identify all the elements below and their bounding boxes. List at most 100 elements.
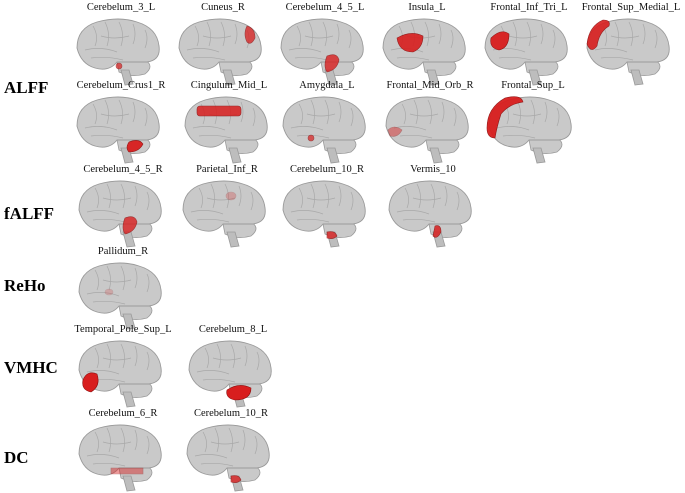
cerebrum-shape: [282, 96, 366, 148]
sulcus-line: [594, 48, 628, 53]
sulcus-line: [512, 113, 542, 117]
sulcus-line: [102, 197, 132, 201]
sulcus-line: [186, 48, 220, 53]
cerebrum-shape: [382, 18, 466, 70]
cerebrum-shape: [388, 180, 472, 232]
sulcus-line: [238, 185, 242, 207]
activation-region: [490, 31, 510, 51]
cerebrum-shape: [184, 96, 268, 148]
row-label-reho: ReHo: [4, 276, 46, 295]
activation-region: [196, 105, 242, 117]
brain-cell: Frontal_Sup_L: [482, 80, 584, 164]
sulcus-line: [196, 218, 230, 223]
sulcus-line: [556, 107, 560, 127]
region-label: Temporal_Pole_Sup_L: [74, 324, 172, 335]
sulcus-line: [146, 191, 150, 211]
brain-render: [586, 18, 670, 86]
brain-render: [178, 18, 262, 86]
brainstem-shape: [326, 147, 340, 164]
sulcus-line: [134, 429, 138, 451]
sulcus-line: [242, 429, 246, 451]
sulcus-line: [250, 191, 254, 211]
sulcus-line: [290, 126, 324, 131]
sulcus-line: [508, 35, 538, 39]
sulcus-line: [552, 29, 556, 49]
sulcus-line: [402, 218, 436, 223]
sulcus-line: [86, 210, 120, 215]
sulcus-line: [190, 210, 224, 215]
sulcus-line: [298, 103, 303, 125]
brain-cell: Cerebelum_3_L: [70, 2, 172, 86]
sulcus-line: [94, 187, 99, 209]
sulcus-line: [92, 300, 126, 305]
sulcus-line: [234, 23, 238, 45]
sulcus-line: [290, 210, 324, 215]
region-label: Frontal_Sup_Medial_L: [581, 2, 681, 13]
sulcus-line: [118, 21, 123, 47]
sulcus-line: [322, 21, 327, 47]
region-label: Cerebelum_8_L: [198, 324, 268, 335]
brain-cell: Cerebelum_10_R: [180, 408, 282, 492]
sulcus-line: [396, 56, 430, 61]
sulcus-line: [540, 23, 544, 45]
activation-region: [122, 216, 138, 235]
brain-render: [282, 180, 366, 248]
sulcus-line: [194, 454, 228, 459]
brainstem-shape: [532, 147, 546, 164]
sulcus-line: [401, 103, 406, 125]
brain-render: [280, 18, 364, 86]
sulcus-line: [628, 21, 633, 47]
sulcus-line: [102, 441, 132, 445]
sulcus-line: [86, 292, 120, 297]
brain-cell: Cerebelum_8_L: [182, 324, 284, 408]
sulcus-line: [294, 56, 328, 61]
activation-region: [82, 372, 99, 393]
brainstem-shape: [426, 69, 440, 86]
sulcus-line: [306, 197, 336, 201]
brainstem-shape: [122, 475, 136, 492]
cerebrum-shape: [586, 18, 670, 70]
sulcus-line: [192, 126, 226, 131]
sulcus-line: [396, 210, 430, 215]
brain-cell: Cerebelum_4_5_R: [72, 164, 174, 248]
region-label: Cerebelum_4_5_R: [83, 164, 163, 175]
sulcus-line: [92, 218, 126, 223]
cerebrum-shape: [484, 18, 568, 70]
sulcus-line: [94, 269, 99, 291]
sulcus-line: [413, 99, 418, 125]
activation-region: [225, 191, 237, 201]
sulcus-line: [102, 357, 132, 361]
sulcus-line: [132, 23, 136, 45]
cerebrum-shape: [178, 18, 262, 70]
cerebrum-shape: [76, 18, 160, 70]
sulcus-line: [118, 99, 123, 125]
activation-region: [387, 126, 403, 137]
sulcus-line: [214, 427, 219, 453]
region-label: Cerebelum_10_R: [193, 408, 269, 419]
region-label: Cerebelum_Crus1_R: [76, 80, 166, 91]
sulcus-line: [106, 427, 111, 453]
sulcus-line: [430, 183, 435, 209]
brain-cell: Temporal_Pole_Sup_L: [72, 324, 174, 408]
sulcus-line: [526, 21, 531, 47]
brain-cell: Frontal_Sup_Medial_L: [580, 2, 682, 86]
activation-region: [230, 475, 242, 483]
sulcus-line: [212, 357, 242, 361]
sulcus-line: [453, 107, 457, 127]
brain-cell: Frontal_Inf_Tri_L: [478, 2, 580, 86]
sulcus-line: [308, 21, 313, 47]
brain-cell: Vermis_10: [382, 164, 484, 248]
sulcus-line: [90, 56, 124, 61]
sulcus-line: [244, 345, 248, 367]
sulcus-line: [84, 126, 118, 131]
region-label: Cerebelum_4_5_L: [285, 2, 365, 13]
brain-cell: Cerebelum_10_R: [276, 164, 378, 248]
activation-region: [126, 140, 144, 153]
cerebrum-shape: [78, 424, 162, 476]
sulcus-line: [350, 107, 354, 127]
sulcus-line: [642, 23, 646, 45]
activation-region: [326, 231, 338, 239]
sulcus-line: [204, 347, 209, 369]
sulcus-line: [120, 427, 125, 453]
sulcus-line: [441, 101, 445, 123]
